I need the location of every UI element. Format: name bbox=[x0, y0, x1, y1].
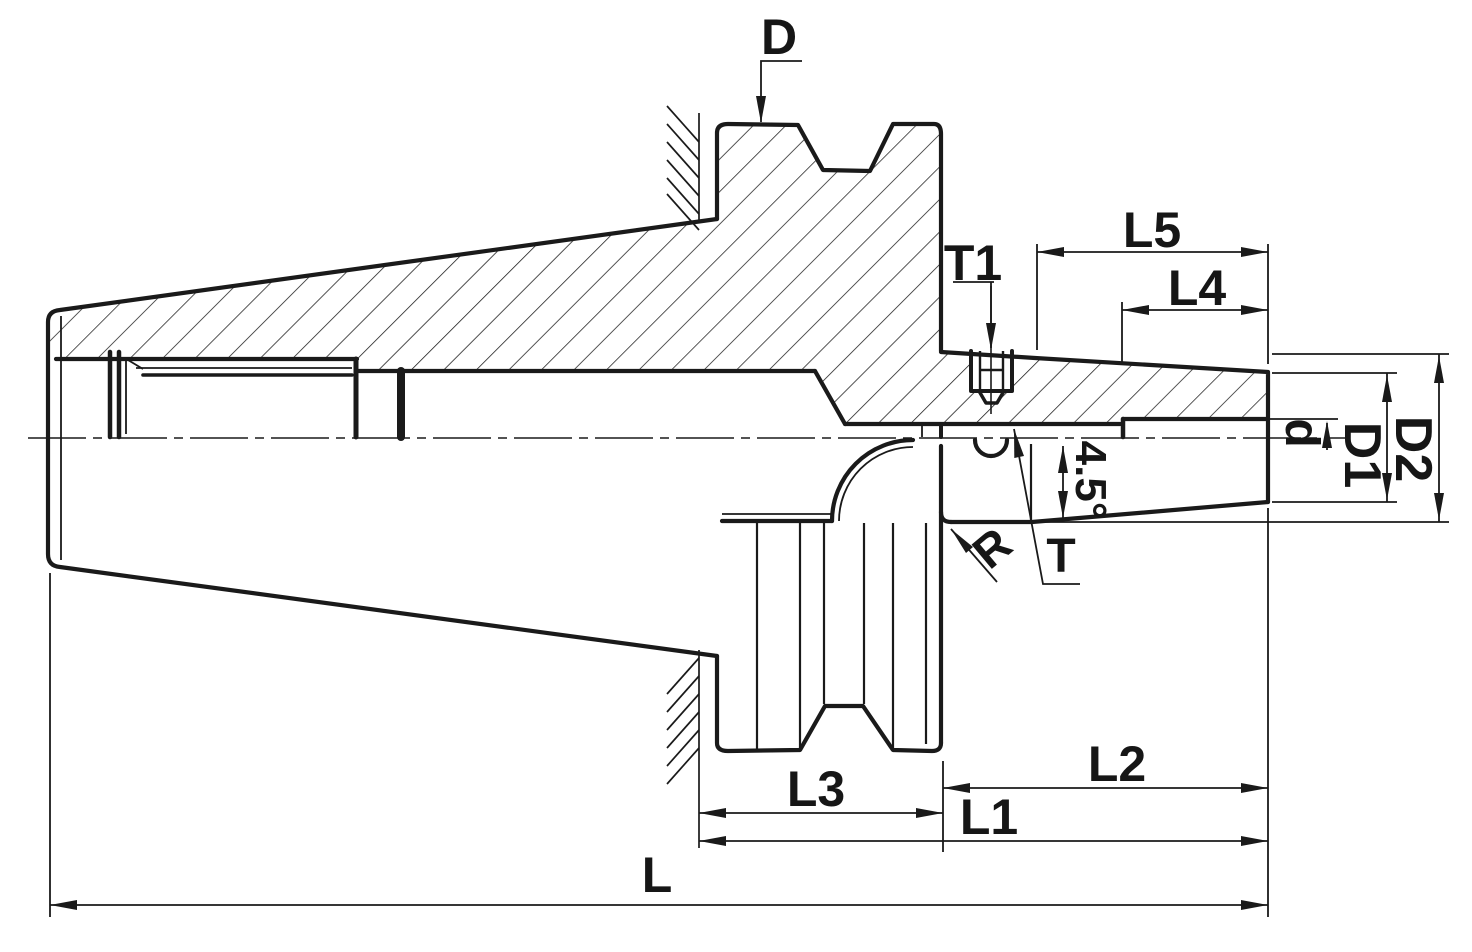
leader-D bbox=[760, 60, 802, 122]
gauge-hatch-bottom bbox=[666, 657, 700, 785]
dim-label-L1: L1 bbox=[960, 789, 1018, 845]
dim-label-D1: D1 bbox=[1333, 422, 1391, 488]
thread-chamfer bbox=[127, 359, 144, 370]
flange-top-outline bbox=[714, 121, 944, 354]
hatched-wall bbox=[48, 124, 1268, 424]
taper-shank-outline bbox=[45, 216, 720, 659]
dim-label-L2: L2 bbox=[1088, 736, 1146, 792]
dim-label-angle: 4.5° bbox=[1066, 441, 1115, 520]
dim-label-d: d bbox=[1275, 418, 1328, 447]
dim-label-L: L bbox=[642, 847, 673, 903]
dim-label-D: D bbox=[761, 9, 797, 65]
arrowheads bbox=[50, 96, 1444, 910]
dim-label-L3: L3 bbox=[787, 761, 845, 817]
flange-bottom-outline bbox=[714, 653, 944, 754]
dim-label-R: R bbox=[963, 517, 1022, 578]
dim-label-T1: T1 bbox=[944, 235, 1002, 291]
dim-label-L4: L4 bbox=[1168, 260, 1227, 316]
arrowhead-R bbox=[951, 529, 973, 553]
dim-label-T: T bbox=[1046, 530, 1075, 583]
gauge-plane-marks bbox=[666, 105, 700, 848]
arrowhead-T bbox=[1014, 429, 1024, 458]
slot-runout-arc bbox=[829, 437, 916, 524]
dim-label-D2: D2 bbox=[1384, 416, 1442, 482]
leader-T1 bbox=[953, 281, 994, 348]
thin-edges bbox=[60, 286, 1033, 749]
bore-cone bbox=[812, 368, 848, 427]
nose-top-outline bbox=[938, 349, 1271, 505]
gauge-hatch-top bbox=[666, 105, 700, 231]
dim-label-L5: L5 bbox=[1123, 202, 1181, 258]
bore-ball-seat-arc bbox=[972, 437, 1010, 459]
leader-T bbox=[1013, 428, 1080, 585]
part-outline bbox=[45, 121, 1271, 754]
section-hatching bbox=[48, 124, 1268, 424]
slot-runout-arc-thin bbox=[838, 446, 914, 522]
